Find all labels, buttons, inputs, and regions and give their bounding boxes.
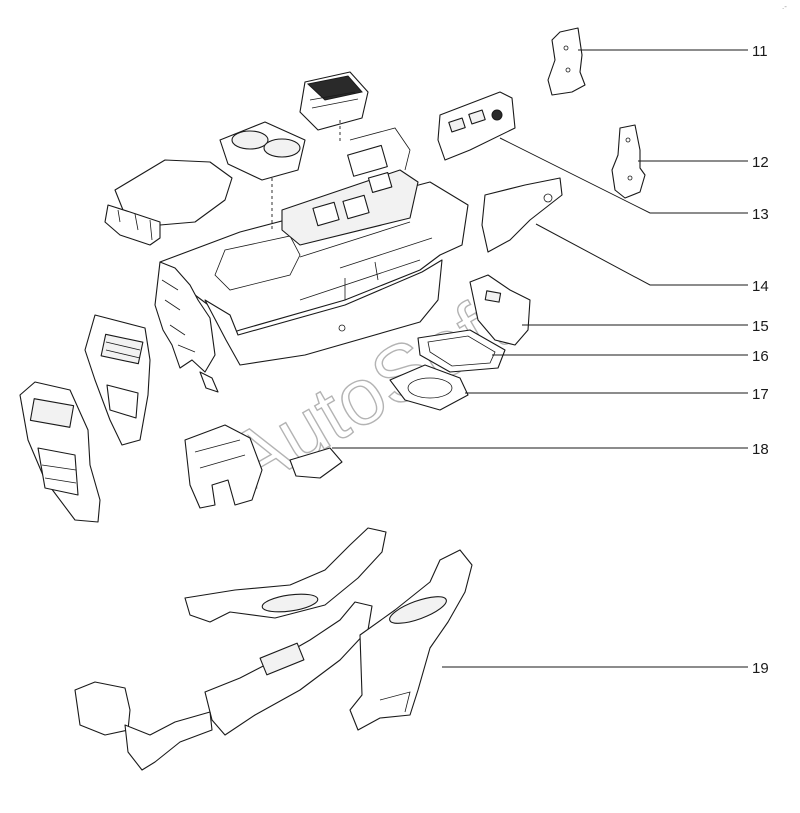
center-console (154, 127, 469, 393)
callout-16: 16 (752, 348, 769, 365)
part-16-mat (417, 329, 506, 373)
corner-mark: .- (782, 2, 787, 11)
part-19-air-ducts (74, 527, 473, 771)
leader-14 (535, 223, 748, 286)
part-14-side-panel (481, 177, 563, 253)
callout-14: 14 (752, 278, 769, 295)
callout-12: 12 (752, 154, 769, 171)
callout-17: 17 (752, 386, 769, 403)
callout-19: 19 (752, 660, 769, 677)
part-13-side-panel (437, 91, 516, 161)
callout-13: 13 (752, 206, 769, 223)
part-15-bracket (469, 274, 531, 346)
callout-11: 11 (752, 43, 768, 60)
part-12-bracket (611, 124, 646, 199)
rear-vent-lower (19, 381, 101, 523)
console-module (299, 71, 369, 142)
part-11-bracket (547, 27, 586, 96)
callout-18: 18 (752, 441, 769, 458)
part-17-tray (389, 364, 469, 411)
callout-15: 15 (752, 318, 769, 335)
part-18-bracket (184, 424, 343, 509)
leader-13 (499, 137, 748, 214)
rear-vent-upper (84, 314, 151, 446)
cupholder-insert (219, 121, 306, 230)
armrest-lid (104, 159, 233, 246)
